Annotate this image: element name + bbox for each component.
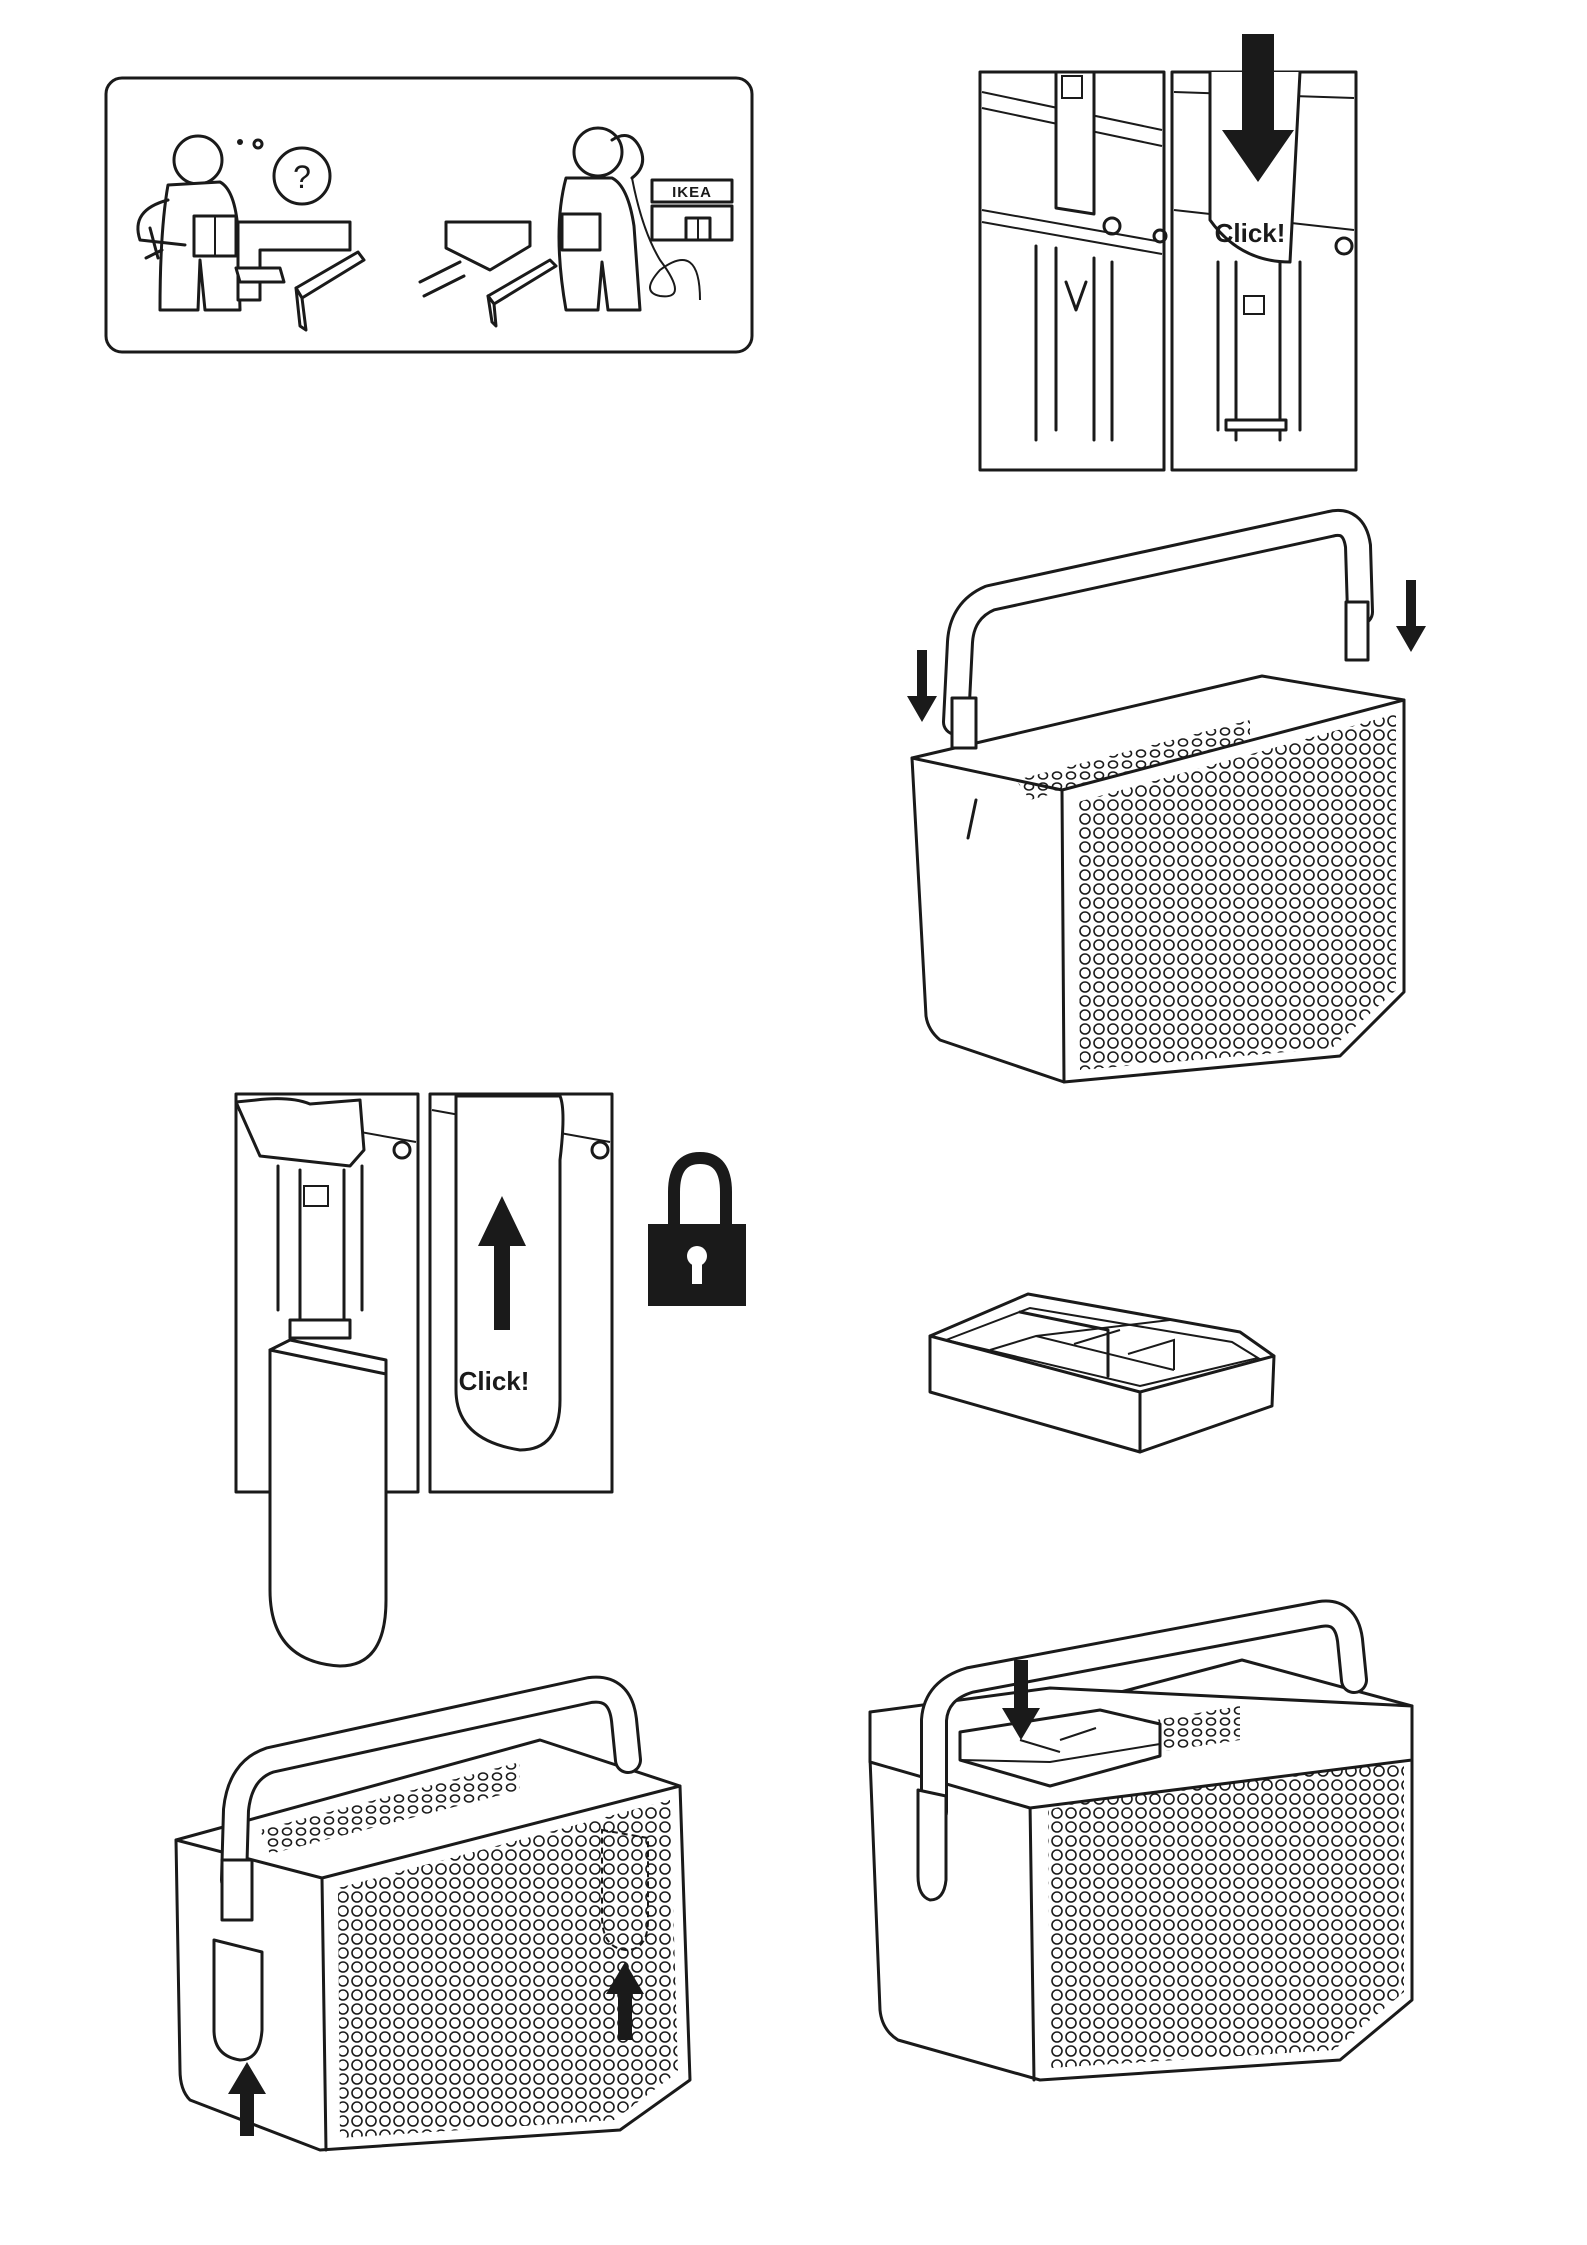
step1-detail: Click! xyxy=(980,34,1356,470)
step5-basket-mount xyxy=(176,1690,690,2150)
click-label-step1: Click! xyxy=(1215,218,1286,248)
click-label-step3: Click! xyxy=(459,1366,530,1396)
lock-icon xyxy=(648,1158,746,1306)
parts-right xyxy=(420,222,556,326)
arrow-icon-step2-right xyxy=(1396,580,1426,652)
question-mark: ? xyxy=(293,159,311,195)
step3-detail: Click! xyxy=(236,1094,746,1666)
confused-person-figure xyxy=(138,136,240,310)
step1-left-clip xyxy=(982,72,1166,440)
ikea-sign-text: IKEA xyxy=(672,184,712,201)
step2-basket-handle xyxy=(907,523,1426,1082)
ikea-store-sign: IKEA xyxy=(652,180,732,240)
arrow-icon-step2-left xyxy=(907,650,937,722)
help-panel: ? IKEA xyxy=(106,78,752,352)
step6-basket-tray xyxy=(870,1614,1412,2080)
step4-tray xyxy=(930,1294,1274,1452)
question-bubble: ? xyxy=(237,139,330,204)
step3-left-clip xyxy=(236,1099,416,1666)
step3-right-clip: Click! xyxy=(432,1096,610,1450)
parts-left xyxy=(236,222,364,330)
